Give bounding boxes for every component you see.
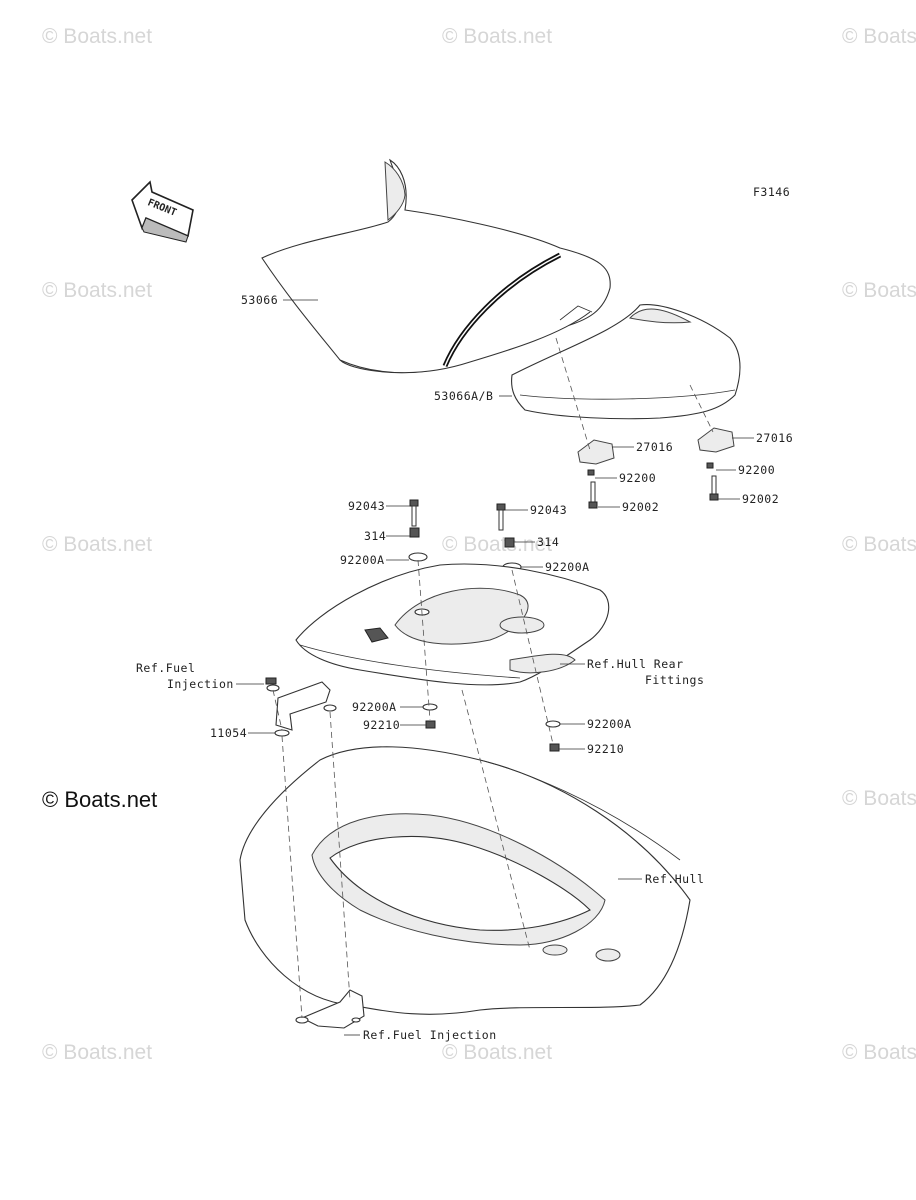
label-92210: 92210 <box>363 718 401 732</box>
watermark: © Boats.net <box>842 533 916 556</box>
figure-code: F3146 <box>753 185 791 199</box>
rear-seat <box>511 304 741 420</box>
label-314: 314 <box>537 535 560 549</box>
seat-latch-left <box>577 439 615 509</box>
label-92200a: 92200A <box>587 717 632 731</box>
label-ref-fuel-injection: Injection <box>167 677 234 691</box>
watermark: © Boats.net <box>42 533 153 556</box>
bracket-11054 <box>265 677 337 737</box>
label-ref-hull: Ref.Hull <box>645 872 705 886</box>
label-92210: 92210 <box>587 742 625 756</box>
label-53066ab: 53066A/B <box>434 389 494 403</box>
label-27016: 27016 <box>636 440 674 454</box>
label-92200a: 92200A <box>352 700 397 714</box>
label-92200: 92200 <box>738 463 776 477</box>
label-53066: 53066 <box>241 293 279 307</box>
watermark: © Boats.net <box>842 787 916 810</box>
label-ref-hull-rear-fittings: Fittings <box>645 673 705 687</box>
hull <box>239 746 691 1015</box>
bolt-92043-left <box>408 499 428 562</box>
label-92200a: 92200A <box>340 553 385 567</box>
label-ref-fuel: Ref.Fuel <box>136 661 196 675</box>
label-92043: 92043 <box>530 503 568 517</box>
label-ref-hull-rear: Ref.Hull Rear <box>587 657 684 671</box>
seat-latch-right <box>697 427 735 501</box>
watermark-main: © Boats.net <box>42 787 158 812</box>
label-92002: 92002 <box>622 500 660 514</box>
watermark: © Boats.net <box>442 533 553 556</box>
fuel-injection-bracket <box>295 989 365 1029</box>
label-92043: 92043 <box>348 499 386 513</box>
bolt-92043-right <box>496 503 522 572</box>
watermark: © Boats.net <box>842 1041 916 1064</box>
main-seat <box>261 158 611 374</box>
nut-92210-left <box>425 720 436 729</box>
watermark: © Boats.net <box>442 1041 553 1064</box>
nut-92210-right <box>549 743 560 752</box>
label-11054: 11054 <box>210 726 248 740</box>
watermark: © Boats.net <box>42 1041 153 1064</box>
label-27016: 27016 <box>756 431 794 445</box>
watermark: © Boats.net <box>42 25 153 48</box>
leader-lines <box>236 299 754 1036</box>
watermark: © Boats.net <box>842 25 916 48</box>
label-92002: 92002 <box>742 492 780 506</box>
label-92200: 92200 <box>619 471 657 485</box>
watermark: © Boats.net <box>442 25 553 48</box>
label-314: 314 <box>364 529 387 543</box>
alignment-lines <box>272 337 714 1019</box>
watermark: © Boats.net <box>842 279 916 302</box>
label-92200a: 92200A <box>545 560 590 574</box>
front-arrow-icon: FRONT <box>131 180 194 243</box>
washer-92200a-left <box>422 703 438 711</box>
label-ref-fuel-injection-bottom: Ref.Fuel Injection <box>363 1028 497 1042</box>
storage-tray <box>295 563 610 686</box>
washer-92200a-right <box>545 720 561 728</box>
watermark: © Boats.net <box>42 279 153 302</box>
